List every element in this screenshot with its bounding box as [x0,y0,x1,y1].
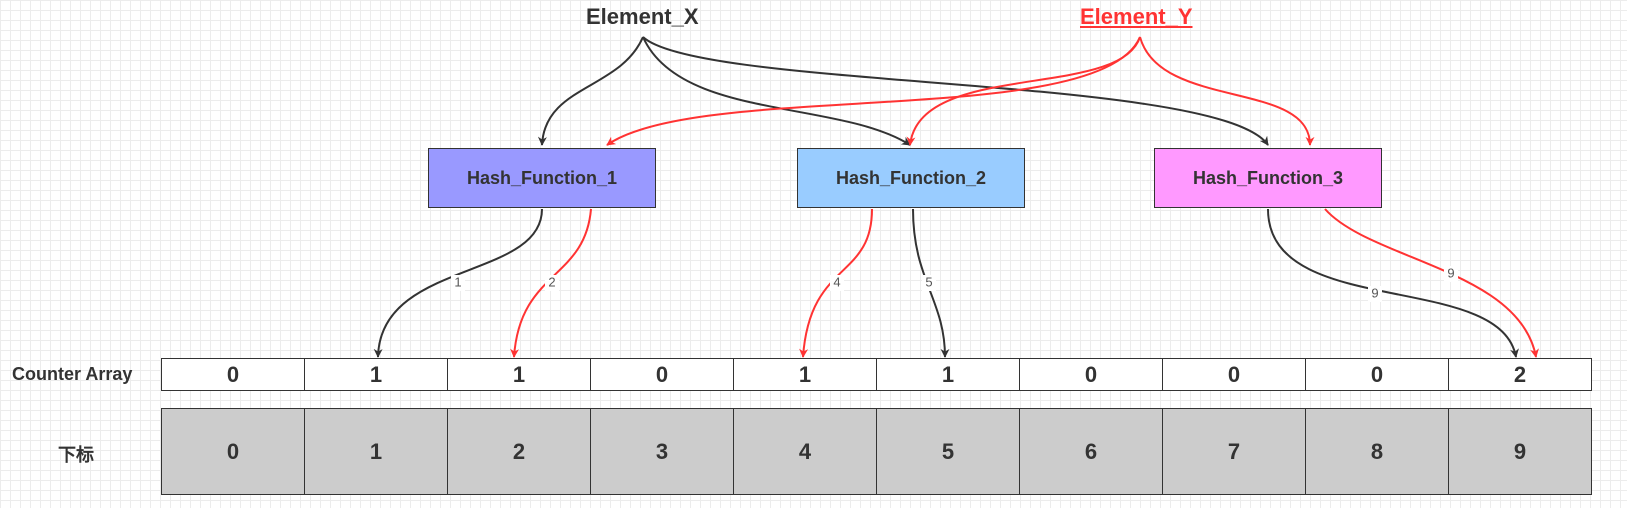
edge-label-y-h2: 4 [833,274,840,289]
index-cell-1: 1 [304,408,448,495]
hash-function-2-box: Hash_Function_2 [797,148,1025,208]
index-cell-6: 6 [1019,408,1163,495]
edge-element-x-to-hash-2 [642,36,911,146]
edge-hash-1-to-counter-1 [373,208,543,358]
index-cell-3: 3 [590,408,734,495]
edge-element-y-to-hash-1 [606,36,1141,146]
counter-cell-1: 1 [304,358,448,391]
counter-cell-3: 0 [590,358,734,391]
index-cell-5: 5 [876,408,1020,495]
index-cell-7: 7 [1162,408,1306,495]
index-cell-8: 8 [1305,408,1449,495]
counter-array-label: Counter Array [12,364,133,384]
counter-cell-6: 0 [1019,358,1163,391]
counter-cell-4: 1 [733,358,877,391]
counter-cell-5: 1 [876,358,1020,391]
edge-element-x-to-hash-1 [537,36,644,146]
edge-element-y-to-hash-3 [1139,36,1315,146]
index-cell-4: 4 [733,408,877,495]
hash-function-3-label: Hash_Function_3 [1192,167,1344,188]
edge-hash-3-to-counter-9-dark [1267,208,1519,358]
element-x-label: Element_X [586,4,699,29]
edge-element-x-to-hash-3 [642,36,1269,146]
index-row-label: 下标 [58,445,94,465]
counter-cell-7: 0 [1162,358,1306,391]
counter-cell-0: 0 [161,358,305,391]
counter-cell-9: 2 [1448,358,1592,391]
hash-function-3-box: Hash_Function_3 [1154,148,1382,208]
edge-label-y-h3: 9 [1447,265,1454,280]
edge-hash-3-to-counter-9-red [1324,208,1539,358]
edge-label-x-h3: 9 [1371,285,1378,300]
edge-label-x-h2: 5 [925,274,932,289]
element-y-label: Element_Y [1080,4,1193,29]
edge-label-y-h1: 2 [548,274,555,289]
edge-element-y-to-hash-2 [906,36,1141,146]
edge-hash-2-to-counter-4 [799,208,873,358]
index-cell-0: 0 [161,408,305,495]
index-cell-9: 9 [1448,408,1592,495]
counter-cell-2: 1 [447,358,591,391]
counter-cell-8: 0 [1305,358,1449,391]
edge-label-x-h1: 1 [454,274,461,289]
hash-function-1-box: Hash_Function_1 [428,148,656,208]
hash-function-2-label: Hash_Function_2 [835,167,987,188]
hash-function-1-label: Hash_Function_1 [466,167,618,188]
index-cell-2: 2 [447,408,591,495]
